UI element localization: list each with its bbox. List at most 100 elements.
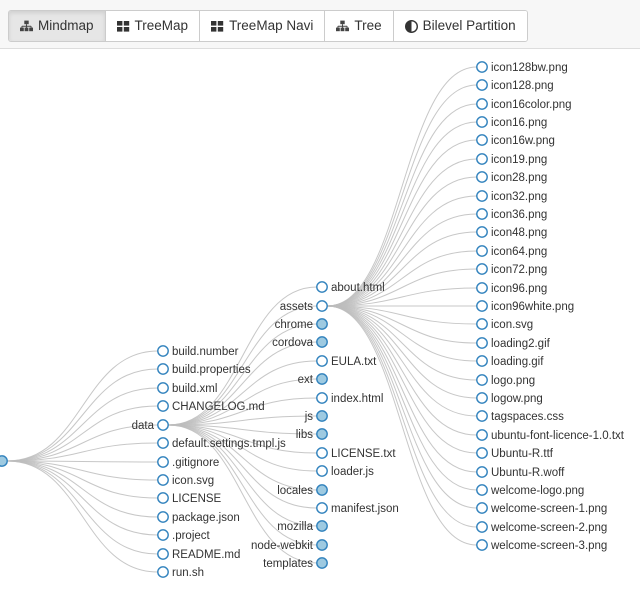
- node-circle[interactable]: [476, 79, 488, 91]
- node-circle[interactable]: [316, 281, 328, 293]
- node-circle[interactable]: [316, 355, 328, 367]
- node-circle[interactable]: [476, 466, 488, 478]
- mindmap-node-level1[interactable]: build.xml: [157, 382, 218, 395]
- mindmap-node-level2[interactable]: locales: [277, 484, 328, 497]
- node-circle[interactable]: [316, 447, 328, 459]
- mindmap-node-level3[interactable]: logow.png: [476, 392, 543, 405]
- mindmap-node-level1[interactable]: CHANGELOG.md: [157, 400, 265, 413]
- mindmap-node-level2[interactable]: cordova: [272, 336, 328, 349]
- mindmap-node-level1[interactable]: README.md: [157, 548, 241, 561]
- mindmap-node-level3[interactable]: icon64.png: [476, 245, 547, 258]
- mindmap-node-level3[interactable]: icon48.png: [476, 226, 547, 239]
- mindmap-node-level3[interactable]: icon16.png: [476, 116, 547, 129]
- mindmap-node-level3[interactable]: icon16color.png: [476, 98, 572, 111]
- mindmap-node-level1[interactable]: build.properties: [157, 363, 251, 376]
- mindmap-node-level2[interactable]: libs: [296, 428, 328, 441]
- node-circle[interactable]: [476, 410, 488, 422]
- node-circle[interactable]: [476, 134, 488, 146]
- node-circle[interactable]: [316, 300, 328, 312]
- node-circle[interactable]: [157, 566, 169, 578]
- mindmap-node-level1[interactable]: LICENSE: [157, 492, 222, 505]
- node-circle[interactable]: [0, 455, 8, 467]
- node-circle[interactable]: [476, 484, 488, 496]
- node-circle[interactable]: [476, 447, 488, 459]
- mindmap-node-level3[interactable]: Ubuntu-R.woff: [476, 466, 565, 479]
- mindmap-node-level1[interactable]: .project: [157, 529, 211, 542]
- mindmap-node-level3[interactable]: icon28.png: [476, 171, 547, 184]
- node-circle[interactable]: [316, 520, 328, 532]
- mindmap-node-level2[interactable]: assets: [280, 300, 328, 313]
- node-circle[interactable]: [316, 502, 328, 514]
- node-circle[interactable]: [476, 263, 488, 275]
- node-circle[interactable]: [157, 437, 169, 449]
- mindmap-node-level2[interactable]: node-webkit: [251, 539, 328, 552]
- tab-treemap-navi[interactable]: TreeMap Navi: [200, 11, 326, 41]
- node-circle[interactable]: [476, 521, 488, 533]
- node-circle[interactable]: [316, 428, 328, 440]
- node-circle[interactable]: [157, 345, 169, 357]
- node-circle[interactable]: [157, 419, 169, 431]
- node-circle[interactable]: [316, 484, 328, 496]
- node-circle[interactable]: [476, 245, 488, 257]
- mindmap-node-level3[interactable]: logo.png: [476, 374, 535, 387]
- mindmap-node-level2[interactable]: manifest.json: [316, 502, 399, 515]
- mindmap-node-level2[interactable]: LICENSE.txt: [316, 447, 397, 460]
- node-circle[interactable]: [476, 153, 488, 165]
- tab-bilevel-partition[interactable]: Bilevel Partition: [393, 11, 527, 41]
- mindmap-node-level1[interactable]: default.settings.tmpl.js: [157, 437, 286, 450]
- node-circle[interactable]: [157, 548, 169, 560]
- node-circle[interactable]: [476, 61, 488, 73]
- mindmap-node-level3[interactable]: icon96.png: [476, 282, 547, 295]
- node-circle[interactable]: [316, 392, 328, 404]
- mindmap-node-level2[interactable]: chrome: [275, 318, 328, 331]
- mindmap-node-level2[interactable]: templates: [263, 557, 328, 570]
- tab-tree[interactable]: Tree: [325, 11, 394, 41]
- mindmap-node-level3[interactable]: icon32.png: [476, 190, 547, 203]
- mindmap-node-level3[interactable]: loading2.gif: [476, 337, 551, 350]
- node-circle[interactable]: [316, 465, 328, 477]
- mindmap-node-level1[interactable]: data: [132, 419, 169, 432]
- mindmap-node-level2[interactable]: about.html: [316, 281, 385, 294]
- node-circle[interactable]: [476, 190, 488, 202]
- node-circle[interactable]: [476, 539, 488, 551]
- node-circle[interactable]: [157, 382, 169, 394]
- mindmap-node-level3[interactable]: icon72.png: [476, 263, 547, 276]
- node-circle[interactable]: [316, 336, 328, 348]
- node-circle[interactable]: [476, 226, 488, 238]
- node-circle[interactable]: [476, 374, 488, 386]
- mindmap-node-level2[interactable]: mozilla: [277, 520, 328, 533]
- mindmap-node-level2[interactable]: index.html: [316, 392, 384, 405]
- node-circle[interactable]: [476, 282, 488, 294]
- mindmap-node-level3[interactable]: icon36.png: [476, 208, 547, 221]
- node-circle[interactable]: [157, 456, 169, 468]
- mindmap-node-level3[interactable]: welcome-logo.png: [476, 484, 585, 497]
- mindmap-node-level1[interactable]: build.number: [157, 345, 239, 358]
- node-circle[interactable]: [476, 116, 488, 128]
- node-circle[interactable]: [476, 355, 488, 367]
- mindmap-node-level3[interactable]: icon128.png: [476, 79, 554, 92]
- node-circle[interactable]: [157, 492, 169, 504]
- mindmap-node-level3[interactable]: Ubuntu-R.ttf: [476, 447, 554, 460]
- mindmap-node-level3[interactable]: icon16w.png: [476, 134, 555, 147]
- mindmap-node-level3[interactable]: icon96white.png: [476, 300, 574, 313]
- mindmap-node-level3[interactable]: welcome-screen-1.png: [476, 502, 608, 515]
- node-circle[interactable]: [157, 474, 169, 486]
- node-circle[interactable]: [157, 529, 169, 541]
- mindmap-node-level2[interactable]: loader.js: [316, 465, 374, 478]
- mindmap-node-level2[interactable]: EULA.txt: [316, 355, 377, 368]
- node-circle[interactable]: [316, 557, 328, 569]
- node-circle[interactable]: [476, 429, 488, 441]
- mindmap-node-level1[interactable]: package.json: [157, 511, 240, 524]
- node-circle[interactable]: [316, 318, 328, 330]
- mindmap-node-level3[interactable]: loading.gif: [476, 355, 544, 368]
- node-circle[interactable]: [476, 98, 488, 110]
- mindmap-node-level3[interactable]: welcome-screen-3.png: [476, 539, 608, 552]
- node-circle[interactable]: [476, 318, 488, 330]
- node-circle[interactable]: [316, 539, 328, 551]
- node-circle[interactable]: [157, 363, 169, 375]
- node-circle[interactable]: [157, 511, 169, 523]
- mindmap-node-level2[interactable]: js: [304, 410, 328, 423]
- mindmap-node-level3[interactable]: tagspaces.css: [476, 410, 564, 423]
- node-circle[interactable]: [476, 392, 488, 404]
